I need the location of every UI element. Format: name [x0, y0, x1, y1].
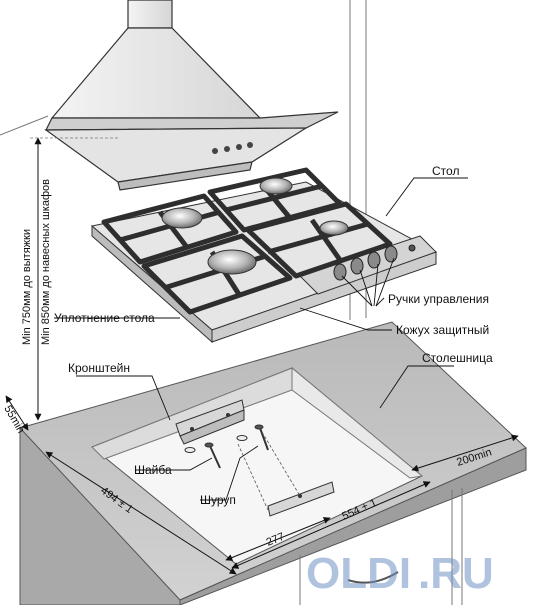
label-seal: Уплотнение стола	[54, 311, 155, 325]
hood-min-label: Min 750мм до вытяжки	[21, 229, 33, 345]
leader-lines	[54, 177, 468, 501]
cabinet	[299, 488, 463, 605]
label-table: Стол	[432, 164, 459, 178]
grates	[101, 167, 393, 315]
watermark-main: OLDI	[306, 549, 411, 598]
height-dimension	[30, 137, 120, 421]
label-bracket: Кронштейн	[68, 361, 130, 375]
label-countertop: Столешница	[422, 351, 493, 365]
label-screw: Шуруп	[200, 493, 236, 507]
burners	[161, 177, 349, 275]
bracket-left	[175, 399, 245, 445]
cut-dimensions	[5, 395, 519, 575]
label-controls: Ручки управления	[388, 292, 489, 306]
label-washer: Шайба	[134, 463, 172, 477]
cooker-hood	[44, 0, 339, 191]
watermark-suffix: .RU	[418, 549, 494, 598]
label-cover: Кожух защитный	[396, 323, 489, 337]
cabinet-min-label: Min 850мм до навесных шкафов	[40, 179, 52, 345]
depth-55-label: 55min	[1, 404, 26, 436]
